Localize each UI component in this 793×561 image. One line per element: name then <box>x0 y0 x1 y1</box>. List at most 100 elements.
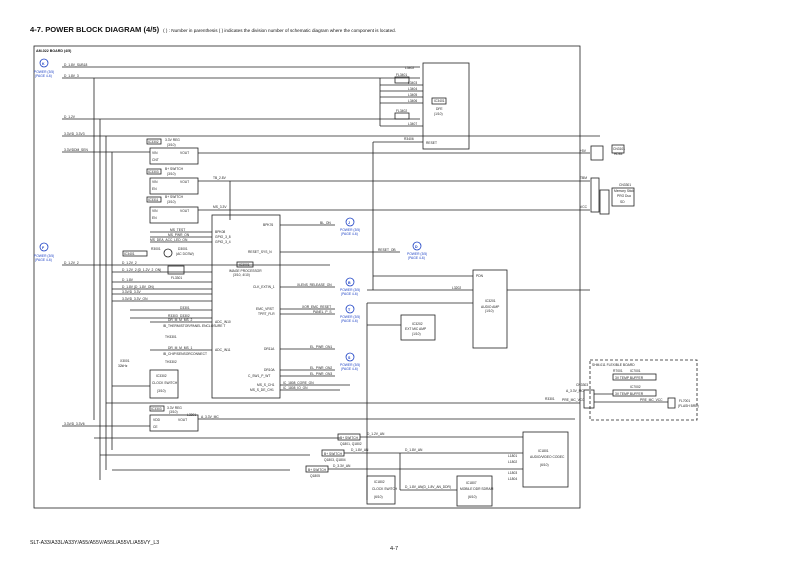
ddr-name: MOBILE DDR SDRAM <box>460 487 494 491</box>
net-label: D_1.2V_2 <box>64 261 79 265</box>
buffer-name: 3V TEMP BUFFER <box>615 376 644 380</box>
net-label: MS_TEST <box>170 228 185 232</box>
codec-ref: IC1801 <box>538 449 549 453</box>
diode-label: D3301 <box>180 306 190 310</box>
coil-label: L1804 <box>508 477 517 481</box>
bep-ref: IC3001 <box>239 263 250 267</box>
connector-k-letter: K <box>42 62 45 66</box>
connector-page: (PAGE 4-6) <box>408 256 425 260</box>
connector-letter: D <box>415 245 418 249</box>
led-driver: IC3401 <box>124 252 135 256</box>
reg-ref: IC3303 <box>151 407 162 411</box>
connector-f-letter: F <box>42 246 45 250</box>
connector-label: POWER (3/5) <box>340 363 360 367</box>
pin-label: GPIO_3_8 <box>215 235 231 239</box>
connector-page: (PAGE 4-6) <box>341 367 358 371</box>
net-label: D_1.8V_AN <box>405 448 423 452</box>
thermistor-ref: TH3301 <box>165 335 177 339</box>
audio-amp-loc: (1/10) <box>485 309 494 313</box>
net-label: D_1.2V <box>64 115 76 119</box>
filter-label: FL3301 <box>171 276 182 280</box>
bep-name: IMAGE PROCESSOR <box>229 269 262 273</box>
connector-letter: B <box>348 281 351 285</box>
net-label: 3.3V/D_3.3V3 <box>64 132 85 136</box>
connector-page: (PAGE 4-6) <box>341 232 358 236</box>
resistor-label: R3001 <box>151 247 161 251</box>
thermistor-ref: TH3302 <box>165 360 177 364</box>
reg-loc: (3/10) <box>167 143 176 147</box>
dfe-reset-pin: RESET <box>426 141 437 145</box>
pin-label: VOUT <box>180 151 189 155</box>
flash-ref: FL7001 <box>679 399 690 403</box>
xtal-ref: X3001 <box>120 359 130 363</box>
connector-label: POWER (3/5) <box>407 252 427 256</box>
dfe-ref: IC3401 <box>434 99 445 103</box>
reg-loc: (3/10) <box>169 410 178 414</box>
coil-label: L3402 <box>405 66 414 70</box>
net-label: BL_ON <box>320 221 331 225</box>
net-label: XLENS_RELEASE_ON <box>297 283 332 287</box>
pin-label: VIN <box>152 209 158 213</box>
connector-f-label: POWER (3/5) <box>34 254 54 258</box>
audio-amp-name: AUDIO AMP <box>481 305 500 309</box>
dfe-block <box>422 62 470 150</box>
clock-switch-ref: IC3302 <box>156 374 167 378</box>
reg-name: 3.3V REG <box>167 406 182 410</box>
net-label: D_1.8V_AN <box>351 448 369 452</box>
net-label: DR_M_M_MS_2 <box>168 318 193 322</box>
net-label: D_1.8V_3 <box>64 74 79 78</box>
coil-label: L3407 <box>408 122 417 126</box>
clock-switch-loc: (6/10) <box>374 495 383 499</box>
net-label: MS_PWR_ON <box>168 233 190 237</box>
coil-label: L3403 <box>408 81 417 85</box>
diode-label: D3302 <box>180 314 190 318</box>
clock-switch-name: CLOCK SWITCH <box>372 487 398 491</box>
net-label: MS_DEA_ACC_LED_ON <box>150 238 188 242</box>
net-label: PRE_MC_VCC <box>562 398 585 402</box>
buffer-ref: IC7002 <box>630 385 641 389</box>
pin-label: VOUT <box>180 209 189 213</box>
pin-label: ADC_IN11 <box>215 348 231 352</box>
net-label: D_1.8V <box>122 278 134 282</box>
pin-label: MS_S_CH1 <box>257 383 275 387</box>
pin-label: VIN <box>152 180 158 184</box>
net-label: PRE_MC_VCC <box>640 398 663 402</box>
flash-name: (FLASH BRD) <box>678 404 699 408</box>
connector-label: POWER (3/5) <box>340 288 360 292</box>
net-label: RESET_OB <box>378 248 396 252</box>
net-label: TBM <box>580 176 587 180</box>
title-text: 4-7. POWER BLOCK DIAGRAM (4/5) <box>30 25 160 34</box>
clock-switch-ref: IC1802 <box>374 480 385 484</box>
net-label: D_1.2V_2 (D_1.2V_2_ON) <box>122 268 161 272</box>
pin-label: MS_S_DE_CH1 <box>250 388 274 392</box>
ext-mic-name: EXT MIC AMP <box>405 327 427 331</box>
net-label: D_1.2V_2 <box>122 261 137 265</box>
reg-name: B+ SWITCH <box>165 195 184 199</box>
page-number: 4-7 <box>390 546 399 552</box>
pin-label: DR11A <box>264 347 275 351</box>
hdmi-ref: CN3101 <box>613 147 625 151</box>
coil-label: FL3401 <box>396 73 407 77</box>
net-label: 3.3V/DDM_SEN <box>64 148 88 152</box>
switch-label: B+ SWITCH <box>340 436 359 440</box>
audio-amp-ref: IC3201 <box>485 299 496 303</box>
memstick-name: Memory Stick <box>614 189 634 193</box>
memstick-ref: CN3301 <box>619 183 631 187</box>
rail-label: MS_3.3V <box>213 205 227 209</box>
net-label: EL_PWR_ON2 <box>310 366 332 370</box>
ext-mic-ref: IC3202 <box>412 322 423 326</box>
net-label: D_1.8V (D_1.8V_ON) <box>122 285 154 289</box>
connector-letter: S <box>348 356 351 360</box>
switch-refs: Q1805 <box>310 474 320 478</box>
pin-label: VIN <box>152 151 158 155</box>
dfe-loc: (1/10) <box>434 112 443 116</box>
reg-ref: IC3303 <box>148 170 159 174</box>
led-ref: D3001 <box>178 247 188 251</box>
coil-label: L1802 <box>508 460 517 464</box>
board-label: AM-022 BOARD (4/5) <box>36 49 72 53</box>
pin-label: CE <box>153 425 158 429</box>
coil-label: L3202 <box>452 286 461 290</box>
pin-label: RESET_SYS_N <box>248 250 272 254</box>
pin-label: BPK08 <box>215 230 225 234</box>
